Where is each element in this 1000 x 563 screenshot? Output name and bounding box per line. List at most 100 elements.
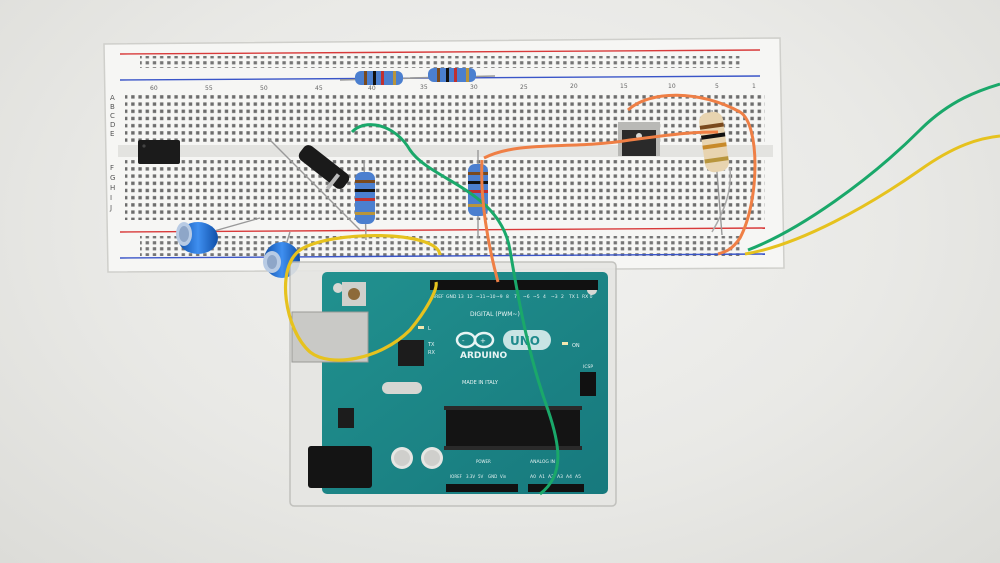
pin-label-gnd: GND xyxy=(446,294,457,300)
column-number: 45 xyxy=(315,85,323,92)
row-letter: C xyxy=(110,112,115,120)
pin-label: TX 1 xyxy=(568,294,579,300)
row-letter: I xyxy=(110,194,112,202)
column-number: 30 xyxy=(470,84,478,91)
ic-chip xyxy=(138,140,180,164)
terminal-strip-bottom xyxy=(125,160,765,220)
column-numbers: 60 55 50 45 40 35 30 25 20 15 10 5 1 xyxy=(150,83,756,92)
analog-header-label: ANALOG IN xyxy=(530,459,555,465)
wire-green-external xyxy=(747,82,1000,252)
usb-port xyxy=(291,311,369,363)
row-letters-bottom: F G H I J xyxy=(109,164,115,212)
voltage-regulator-smd xyxy=(338,408,354,428)
diode xyxy=(267,137,361,231)
pin-label: ~11 xyxy=(476,294,486,300)
dc-power-jack xyxy=(308,446,372,488)
pin-label: A0 xyxy=(530,474,536,480)
digital-pin-labels: AREF GND 13 12 ~11 ~10 ~9 8 7 ~6 ~5 4 ~3… xyxy=(432,294,593,300)
voltage-regulator xyxy=(618,122,660,156)
power-header-label: POWER xyxy=(476,459,491,464)
column-number: 1 xyxy=(752,83,756,90)
pin-label: 3.3V xyxy=(466,474,475,479)
row-letter: H xyxy=(110,184,115,192)
row-letter: J xyxy=(109,204,112,212)
pin-label: A1 xyxy=(539,474,545,480)
board-capacitor-1 xyxy=(391,447,413,469)
pin-label: 5V xyxy=(478,474,484,479)
wire-yellow-loop xyxy=(283,234,442,362)
pin-label: 7 xyxy=(514,294,517,300)
row-letter: G xyxy=(110,174,115,182)
brand-label: ARDUINO xyxy=(460,351,508,361)
pin-label: ~5 xyxy=(533,294,540,300)
row-letter: A xyxy=(110,94,115,102)
bottom-positive-rail xyxy=(119,227,766,233)
pin-label: A4 xyxy=(566,474,572,480)
analog-pin-labels: ANALOG IN A0 A1 A2 A3 A4 A5 xyxy=(530,459,581,480)
wire-yellow-external xyxy=(744,134,1000,256)
row-letter: B xyxy=(110,103,115,111)
arduino-board: AREF GND 13 12 ~11 ~10 ~9 8 7 ~6 ~5 4 ~3… xyxy=(291,272,608,494)
usb-controller-chip xyxy=(398,340,424,366)
bottom-negative-rail xyxy=(119,253,766,259)
wire-grey-lead xyxy=(711,167,732,233)
column-number: 10 xyxy=(668,83,676,90)
pin-label: 2 xyxy=(561,294,564,300)
pin-label: A2 xyxy=(548,474,554,480)
pin-label: 8 xyxy=(506,294,509,300)
led-label-rx: RX xyxy=(428,350,435,356)
resistor-vertical-left xyxy=(355,159,375,241)
column-number: 20 xyxy=(570,83,578,90)
icsp-header xyxy=(580,372,596,396)
svg-text:+: + xyxy=(480,337,486,345)
led-label-tx: TX xyxy=(427,342,435,348)
row-letter: D xyxy=(110,121,115,129)
crystal-oscillator xyxy=(382,382,422,394)
power-pin-labels: POWER IOREF 3.3V 5V GND Vin xyxy=(450,459,507,479)
resistor-top-right xyxy=(409,68,496,82)
capacitor-left xyxy=(176,217,261,254)
row-letter: E xyxy=(110,130,114,138)
pin-label: IOREF xyxy=(450,474,463,479)
board-capacitor-2 xyxy=(421,447,443,469)
column-number: 25 xyxy=(520,84,528,91)
column-number: 50 xyxy=(260,85,268,92)
wire-green-long xyxy=(350,123,560,496)
pin-label: A3 xyxy=(557,474,563,480)
pin-label: 4 xyxy=(543,294,546,300)
atmega-chip xyxy=(446,408,580,448)
wire-orange-long xyxy=(483,130,719,160)
pin-label: Vin xyxy=(500,474,507,479)
column-number: 5 xyxy=(715,83,719,90)
column-number: 40 xyxy=(368,85,376,92)
wire-orange-short xyxy=(480,159,500,283)
pin-label: ~10 xyxy=(486,294,496,300)
icsp-label: ICSP xyxy=(583,364,593,370)
pin-label: ~9 xyxy=(496,294,503,300)
breadboard: A B C D E F G H I J 60 55 50 45 40 35 30… xyxy=(103,37,785,273)
pin-label: RX 0 xyxy=(582,294,593,300)
pin-label: GND xyxy=(488,474,497,479)
digital-header xyxy=(430,280,598,290)
svg-text:-: - xyxy=(462,337,465,345)
arduino-logo: - + ARDUINO UNO xyxy=(455,330,551,361)
wire-orange-right xyxy=(626,93,757,256)
row-letters-top: A B C D E xyxy=(110,94,115,138)
top-positive-rail xyxy=(119,49,761,55)
row-letter: F xyxy=(110,164,114,172)
resistor-beige xyxy=(699,109,729,236)
resistor-top-left xyxy=(339,71,421,85)
pin-label: 12 xyxy=(467,294,473,300)
analog-header xyxy=(528,484,584,492)
pin-label: ~6 xyxy=(523,294,530,300)
column-number: 35 xyxy=(420,84,428,91)
made-in-italy-label: MADE IN ITALY xyxy=(462,380,499,386)
pin-label: A5 xyxy=(575,474,581,480)
pin-label: ~3 xyxy=(551,294,558,300)
model-label: UNO xyxy=(510,334,540,348)
power-header xyxy=(446,484,518,492)
led-label-l: L xyxy=(428,326,431,332)
pin-label: 13 xyxy=(458,294,464,300)
led-label-on: ON xyxy=(572,343,580,349)
